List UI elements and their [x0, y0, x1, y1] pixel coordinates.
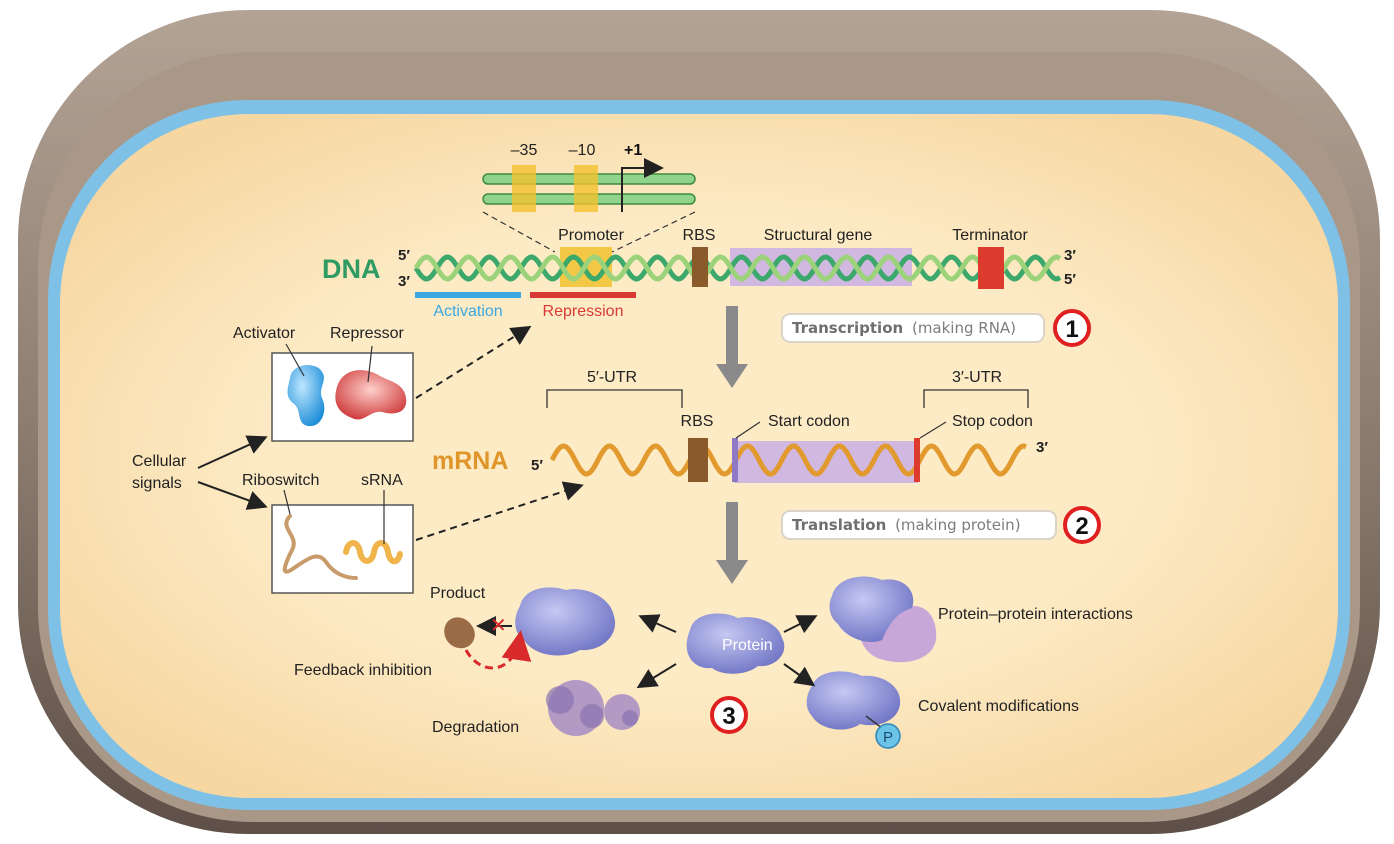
- transcription-bold: Transcription: [792, 319, 903, 337]
- product-label: Product: [430, 585, 486, 602]
- ppi-label: Protein–protein interactions: [938, 606, 1133, 623]
- cellular-signals-label-line1: Cellular: [132, 453, 187, 470]
- mrna-label: mRNA: [432, 447, 508, 475]
- step-badge-2: [1063, 506, 1101, 544]
- step-badge-3-number: 3: [722, 703, 735, 730]
- dna-backbone-1: [413, 254, 1062, 282]
- covalent-modifications-label: Covalent modifications: [918, 698, 1079, 715]
- enzyme-shape: [515, 587, 616, 656]
- dna-5prime-left: 5′: [398, 247, 410, 264]
- minus35-label: –35: [511, 142, 538, 159]
- step-badge-2-number: 2: [1075, 513, 1088, 540]
- transcription-rest: (making RNA): [912, 319, 1016, 337]
- plus1-label: +1: [624, 142, 642, 159]
- repression-label: Repression: [543, 303, 624, 320]
- degradation-label: Degradation: [432, 719, 519, 736]
- flow-arrows: [716, 306, 748, 584]
- tss-arrow: [621, 158, 664, 212]
- riboswitch-label: Riboswitch: [242, 472, 319, 489]
- activator-label: Activator: [233, 325, 296, 342]
- repression-bar: [530, 292, 636, 298]
- transcription-pill: [781, 313, 1045, 343]
- step-badge-3: [710, 696, 748, 734]
- mrna-backbone: [549, 443, 1027, 477]
- dna-rbs-label: RBS: [683, 227, 716, 244]
- dna-3prime-left: 3′: [398, 273, 410, 290]
- dna-rbs-marker: [692, 247, 708, 287]
- activator-shape: [287, 365, 325, 427]
- utr5-bracket: [546, 389, 683, 408]
- step-badge-1-number: 1: [1065, 316, 1078, 343]
- minus35-box: [512, 165, 536, 212]
- mrna-strand: 5′-UTR 3′-UTR RBS Start codon Stop codon…: [432, 369, 1048, 483]
- protein-fates: Protein Product ✕ Feedback inhibition De…: [294, 576, 1133, 749]
- utr3-bracket: [923, 389, 1029, 408]
- riboswitch-shape: [282, 514, 358, 580]
- modified-protein-shape: [806, 671, 901, 730]
- cellular-signals-label-line2: signals: [132, 475, 182, 492]
- feedback-arc: [464, 630, 532, 670]
- degradation-fragments: [546, 680, 640, 736]
- phosphate-label: P: [883, 729, 893, 746]
- mrna-5prime: 5′: [531, 457, 543, 474]
- repressor-label: Repressor: [330, 325, 404, 342]
- utr5-label: 5′-UTR: [587, 369, 637, 386]
- stop-codon-marker: [914, 438, 920, 482]
- promoter-zoom: –35 –10 +1: [482, 142, 696, 253]
- mrna-3prime: 3′: [1036, 439, 1048, 456]
- start-codon-label: Start codon: [768, 413, 850, 430]
- terminator-marker: [978, 247, 1004, 289]
- inhibition-x-icon: ✕: [490, 613, 507, 637]
- srna-label: sRNA: [361, 472, 403, 489]
- translation-pill: [781, 510, 1057, 540]
- stop-codon-label: Stop codon: [952, 413, 1033, 430]
- srna-shape: [343, 540, 403, 565]
- protein-label: Protein: [722, 637, 773, 654]
- promoter-label: Promoter: [558, 227, 624, 244]
- product-shape: [444, 617, 475, 649]
- mrna-rbs-label: RBS: [681, 413, 714, 430]
- repressor-shape: [335, 370, 407, 420]
- translation-bold: Translation: [792, 516, 886, 534]
- mrna-rbs-marker: [688, 438, 708, 482]
- protein-regulators: Activator Repressor Riboswitch sRNA Cell…: [132, 325, 584, 594]
- utr3-label: 3′-UTR: [952, 369, 1002, 386]
- start-codon-marker: [732, 438, 738, 482]
- activation-bar: [415, 292, 521, 298]
- protein-center-shape: [686, 613, 785, 674]
- dna-backbone-2: [413, 254, 1062, 282]
- minus10-label: –10: [569, 142, 596, 159]
- translation-step: Translation (making protein) 2: [781, 506, 1101, 544]
- feedback-inhibition-label: Feedback inhibition: [294, 662, 432, 679]
- structural-gene-label: Structural gene: [764, 227, 873, 244]
- step-badge-1: [1053, 309, 1091, 347]
- phosphate-icon: [875, 723, 901, 749]
- dna-3prime-right: 3′: [1064, 247, 1076, 264]
- translation-text: Translation (making protein): [792, 516, 1021, 534]
- dna-label: DNA: [322, 254, 381, 284]
- activation-label: Activation: [433, 303, 502, 320]
- minus10-box: [574, 165, 598, 212]
- terminator-label: Terminator: [952, 227, 1028, 244]
- dna-5prime-right: 5′: [1064, 271, 1076, 288]
- ppi-protein-shape: [829, 576, 914, 643]
- transcription-text: Transcription (making RNA): [792, 319, 1016, 337]
- translation-rest: (making protein): [895, 516, 1020, 534]
- transcription-step: Transcription (making RNA) 1: [781, 309, 1091, 347]
- dna-strand: DNA 5′ 3′ 3′ 5′ Promoter RBS Structural …: [322, 227, 1076, 320]
